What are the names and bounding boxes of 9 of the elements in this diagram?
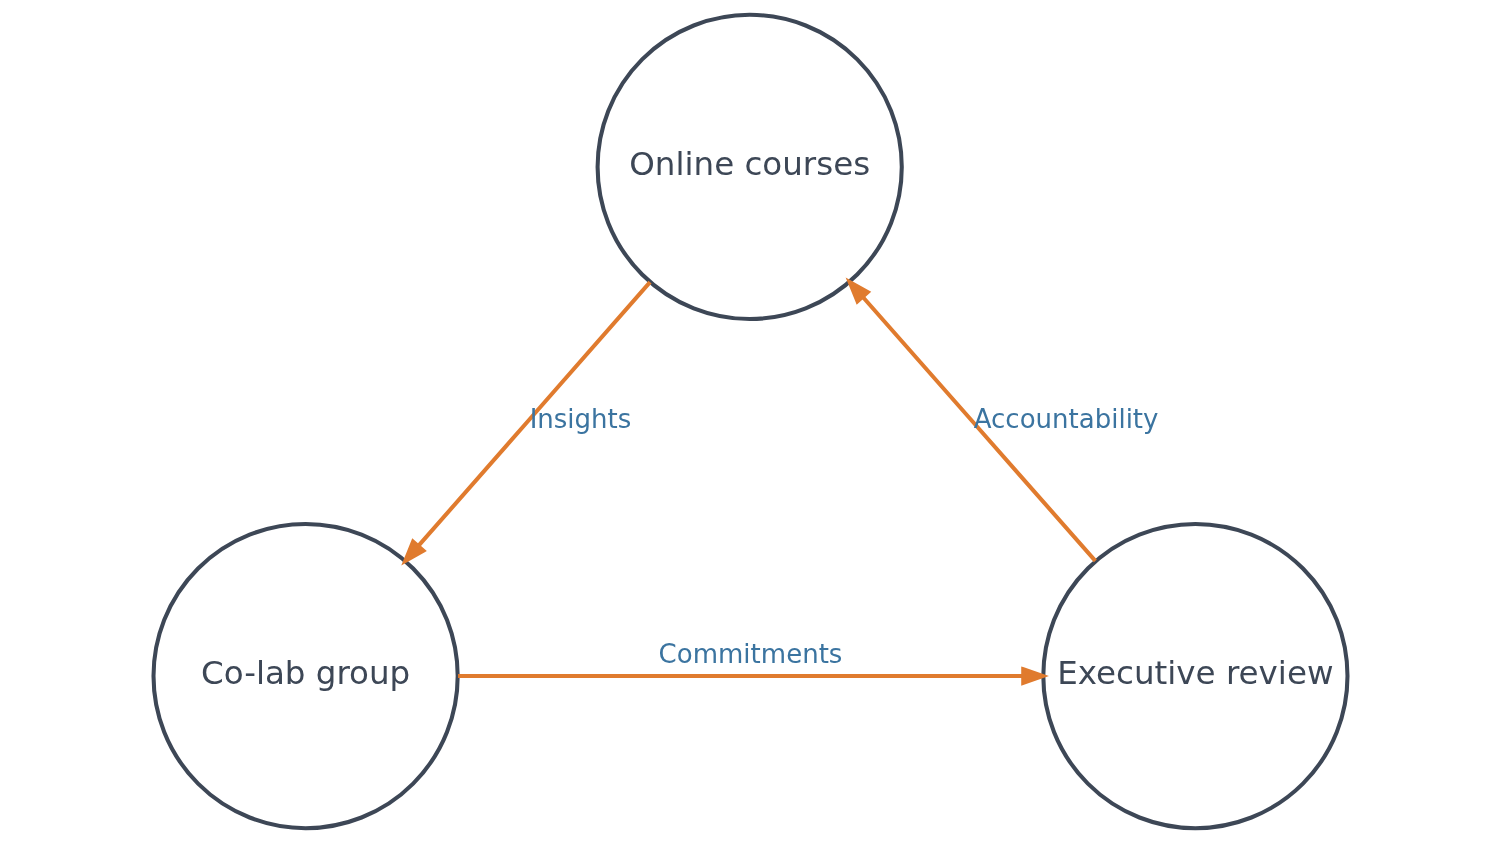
edge-label: Insights [529,403,631,434]
edge-label: Commitments [658,638,842,669]
arrow [400,280,652,566]
node-circle: Co-lab group [150,521,460,831]
node-circle: Executive review [1040,521,1350,831]
arrow [457,666,1049,686]
arrow [845,277,1097,563]
edge-label: Accountability [973,403,1158,434]
node-circle: Online courses [595,12,904,322]
